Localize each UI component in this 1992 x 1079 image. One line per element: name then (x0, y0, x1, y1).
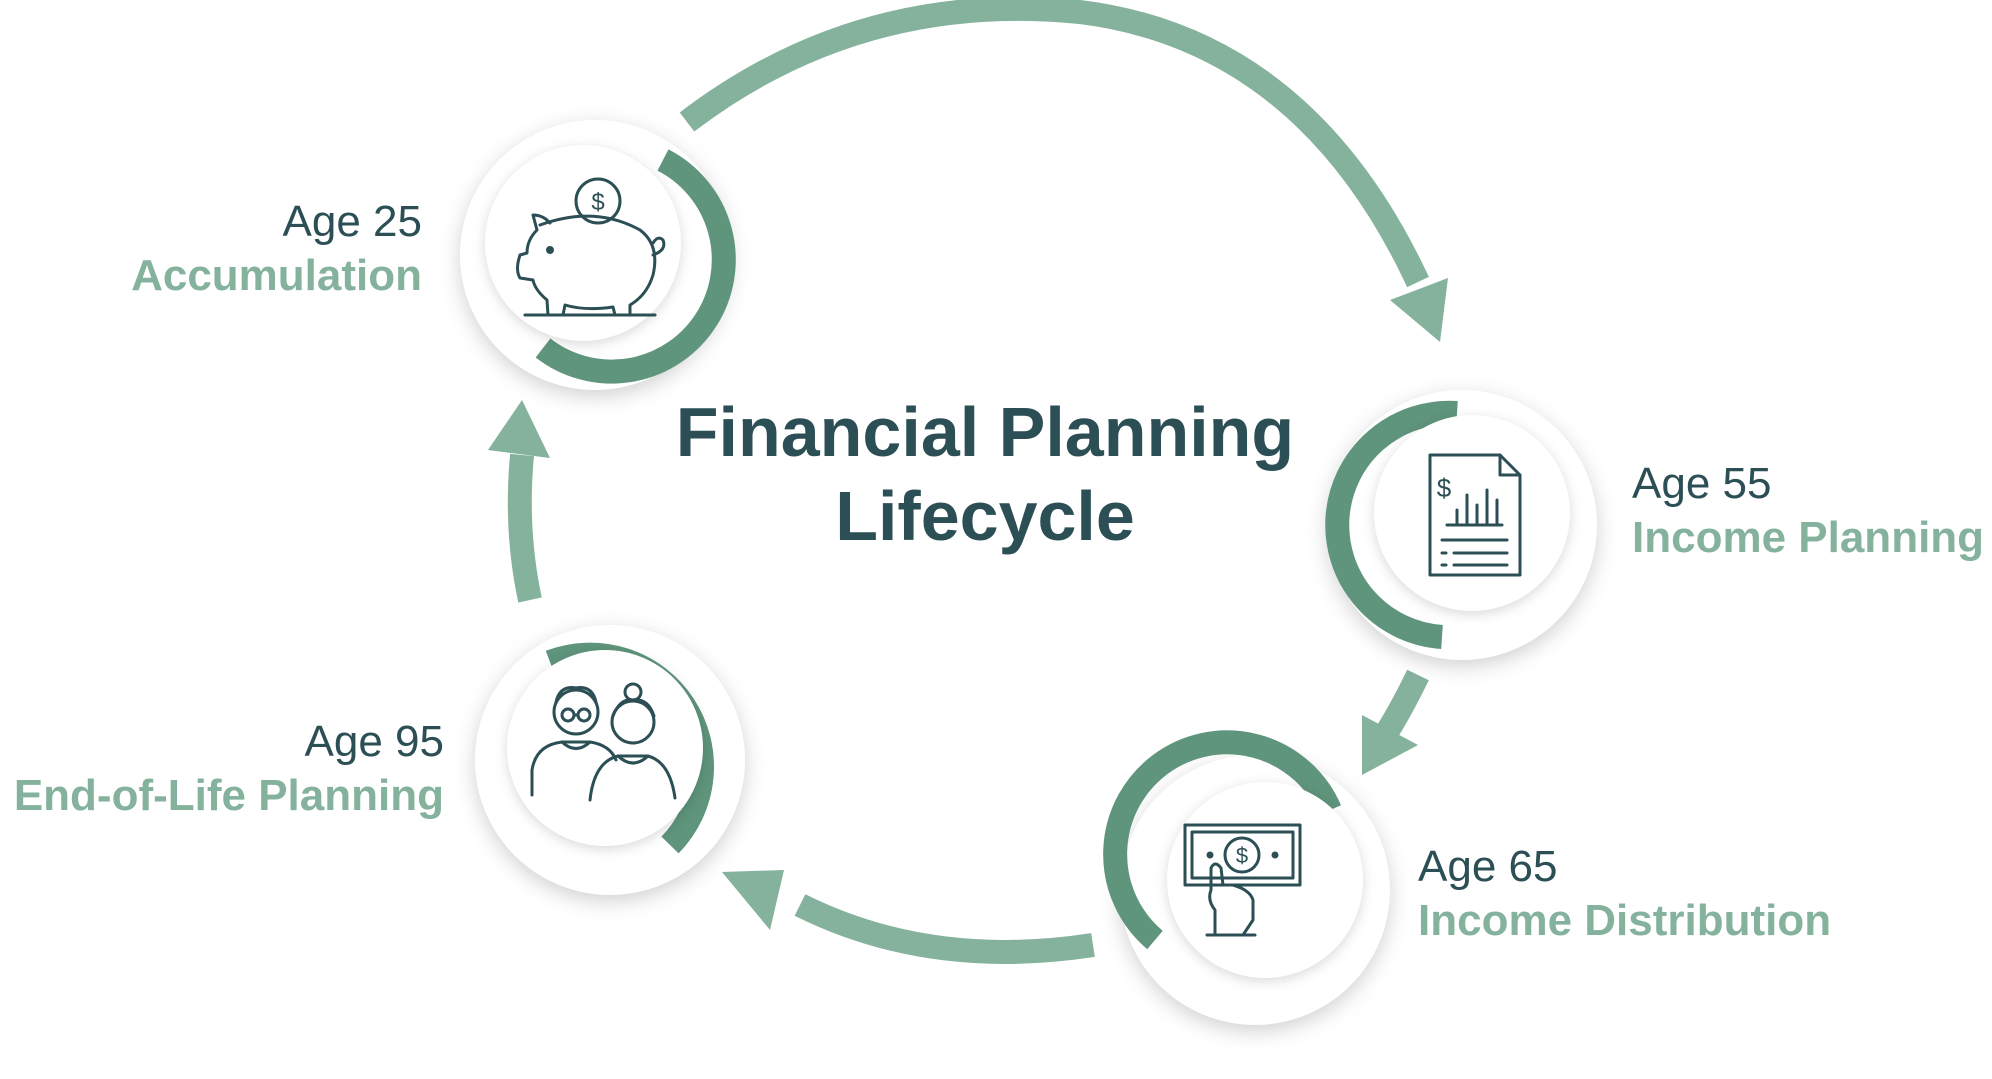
stage-node-accumulation: $ (455, 115, 736, 400)
stage-name: Income Distribution (1418, 896, 1832, 945)
stage-label-income-distribution: Age 65 Income Distribution (1418, 845, 1831, 943)
arrow-head (488, 400, 550, 458)
financial-report-icon: $ (1428, 453, 1522, 577)
stage-age: Age 55 (1632, 459, 1772, 508)
stage-node-end-of-life-planning (470, 620, 750, 905)
stage-name: Income Planning (1632, 513, 1985, 562)
arrow-income-planning-to-distribution (1374, 669, 1429, 742)
stage-age: Age 25 (282, 197, 422, 246)
arrow-distribution-to-end-of-life (794, 894, 1095, 964)
stage-node-income-planning: $ (1322, 385, 1602, 670)
arrow-head (1362, 715, 1418, 775)
arrow-head (722, 870, 784, 930)
title-line-1: Financial Planning (675, 393, 1295, 471)
title-line-2: Lifecycle (835, 477, 1135, 555)
stage-ring (475, 625, 745, 895)
diagram-title: Financial Planning Lifecycle (575, 390, 1395, 558)
stage-node-income-distribution: $ (1103, 730, 1395, 1035)
piggy-bank-icon: $ (516, 177, 666, 317)
stage-ring: $ (1325, 390, 1597, 660)
svg-text:$: $ (591, 189, 604, 216)
stage-label-end-of-life-planning: Age 95 End-of-Life Planning (14, 720, 444, 818)
svg-text:$: $ (1236, 843, 1248, 868)
arrow-end-of-life-to-accumulation (507, 453, 542, 603)
arrow-head (1390, 278, 1448, 342)
cash-in-hand-icon: $ (1183, 823, 1302, 937)
stage-label-accumulation: Age 25 Accumulation (131, 200, 422, 298)
elderly-couple-icon (530, 682, 677, 802)
svg-text:$: $ (1437, 473, 1452, 503)
stage-age: Age 95 (304, 717, 444, 766)
arrow-accumulation-to-income-planning (679, 0, 1429, 288)
stage-age: Age 65 (1418, 842, 1558, 891)
stage-label-income-planning: Age 55 Income Planning (1632, 462, 1984, 560)
stage-ring: $ (1103, 730, 1390, 1025)
stage-ring: $ (460, 120, 736, 390)
stage-name: Accumulation (131, 251, 422, 300)
stage-name: End-of-Life Planning (13, 771, 444, 820)
